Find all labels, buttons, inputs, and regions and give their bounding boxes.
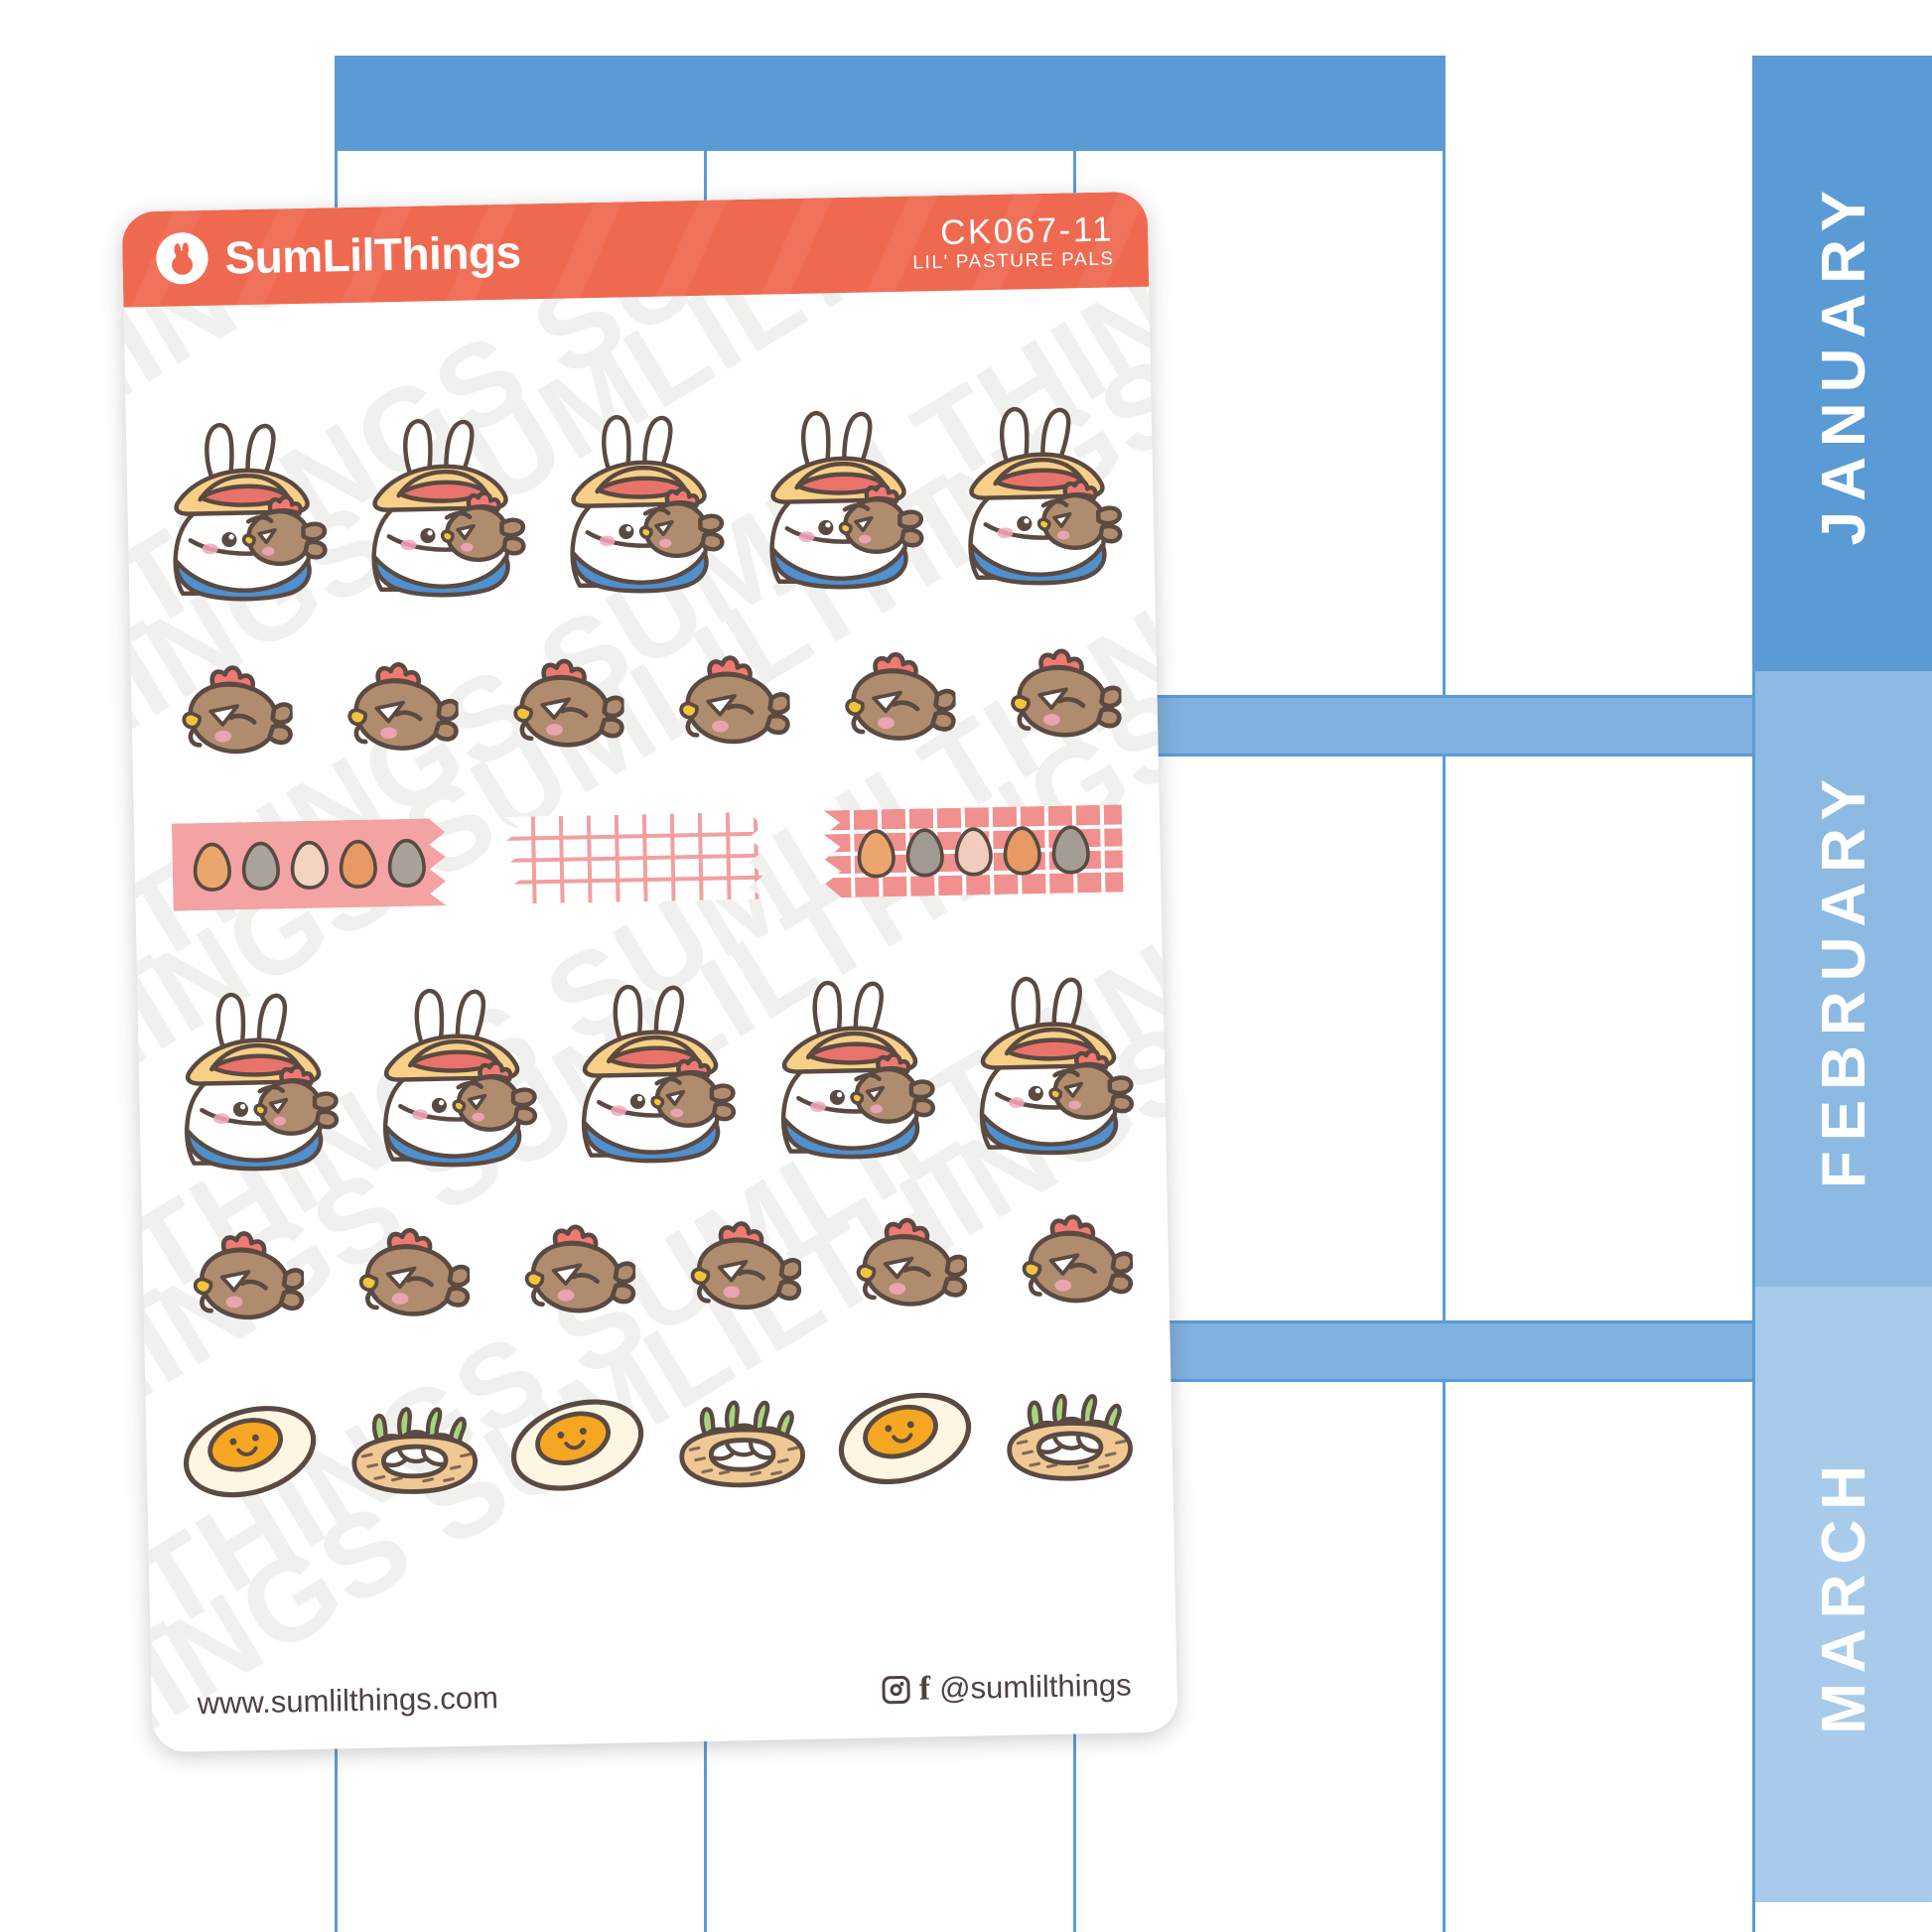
brand-name: SumLilThings [223,225,522,284]
chicken-row-1 [130,624,1159,784]
product-name: LIL' PASTURE PALS [912,248,1115,274]
website-url[interactable]: www.sumlilthings.com [197,1680,499,1722]
washi-egg-1 [857,828,896,878]
sticker-bunny-farmer-holding-chicken[interactable] [351,399,532,602]
sticker-chicken-face[interactable] [498,654,625,758]
planner-column-header-1 [335,56,704,151]
washi-egg-4 [1003,825,1041,875]
sticker-bunny-farmer-holding-chicken[interactable] [561,965,742,1168]
sticker-straw-nest[interactable] [666,1386,815,1497]
social-handles: f @sumlilthings [882,1666,1132,1709]
sticker-chicken-face[interactable] [829,647,957,751]
sticker-straw-nest[interactable] [994,1380,1143,1491]
sticker-chicken-face[interactable] [167,661,295,764]
washi-pink-grid-eggs[interactable] [823,804,1124,898]
month-tab-february[interactable]: FEBRUARY [1755,671,1932,1287]
chicken-row-2 [142,1190,1171,1350]
bunny-with-chicken-row-1 [125,372,1155,621]
month-tab-label: FEBRUARY [1809,768,1878,1189]
washi-egg-2 [905,827,944,877]
planner-week-band-2 [1073,1320,1755,1382]
washi-egg-1 [193,842,231,892]
sticker-grid [123,287,1149,1498]
sticker-fried-egg[interactable] [830,1385,979,1491]
sticker-bunny-farmer-holding-chicken[interactable] [362,969,543,1172]
washi-white-grid[interactable] [504,811,765,904]
washi-egg-2 [241,841,280,891]
washi-egg-5 [387,838,426,888]
sticker-bunny-farmer-holding-chicken[interactable] [164,973,345,1175]
sticker-chicken-face[interactable] [663,651,791,755]
planner-right-divider [1752,56,1755,1932]
sticker-chicken-face[interactable] [509,1220,637,1323]
sticker-chicken-face[interactable] [333,657,460,760]
sticker-sheet[interactable]: SUMLILTHINGS SUMLILTHINGS SUMLILTHINGS S… [121,191,1178,1753]
washi-egg-group [824,804,1124,897]
planner-column-divider [1443,56,1446,1932]
sheet-header: SumLilThings CK067-11 LIL' PASTURE PALS [121,191,1150,308]
month-tab-label: MARCH [1809,1454,1878,1734]
planner-column-header-2 [704,56,1073,151]
sticker-bunny-farmer-holding-chicken[interactable] [760,961,941,1164]
sticker-fried-egg[interactable] [503,1392,652,1498]
washi-solid-pink-eggs[interactable] [171,818,447,911]
washi-egg-3 [954,826,993,876]
sticker-chicken-face[interactable] [675,1217,802,1320]
instagram-icon[interactable] [882,1675,911,1705]
sticker-bunny-farmer-holding-chicken[interactable] [550,395,731,598]
facebook-icon[interactable]: f [918,1670,931,1708]
washi-egg-4 [339,839,377,889]
sticker-bunny-farmer-holding-chicken[interactable] [959,957,1140,1160]
planner-week-band-1 [1073,695,1755,757]
sticker-chicken-face[interactable] [841,1213,968,1316]
sticker-bunny-farmer-holding-chicken[interactable] [153,403,334,606]
sticker-chicken-face[interactable] [995,644,1123,748]
month-tab-march[interactable]: MARCH [1755,1287,1932,1902]
sticker-chicken-face[interactable] [1006,1210,1134,1313]
sticker-fried-egg[interactable] [176,1399,325,1505]
sticker-chicken-face[interactable] [179,1227,306,1330]
social-handle[interactable]: @sumlilthings [938,1667,1132,1707]
brand: SumLilThings [155,225,522,285]
month-tab-january[interactable]: JANUARY [1755,56,1932,671]
product-code: CK067-11 [939,209,1115,252]
washi-tape-row [133,783,1161,933]
washi-egg-5 [1051,824,1090,875]
month-tab-label: JANUARY [1809,181,1878,546]
washi-egg-group [172,818,447,911]
bunny-with-chicken-row-2 [137,942,1167,1191]
sticker-bunny-farmer-holding-chicken[interactable] [749,391,929,594]
sticker-chicken-face[interactable] [344,1223,472,1326]
bunny-logo-icon [155,231,208,285]
sticker-straw-nest[interactable] [340,1393,488,1504]
sticker-bunny-farmer-holding-chicken[interactable] [947,387,1128,590]
product-code-block: CK067-11 LIL' PASTURE PALS [911,209,1115,274]
washi-egg-3 [290,840,329,890]
egg-and-nest-row [145,1359,1173,1529]
planner-column-header-3 [1073,56,1443,151]
